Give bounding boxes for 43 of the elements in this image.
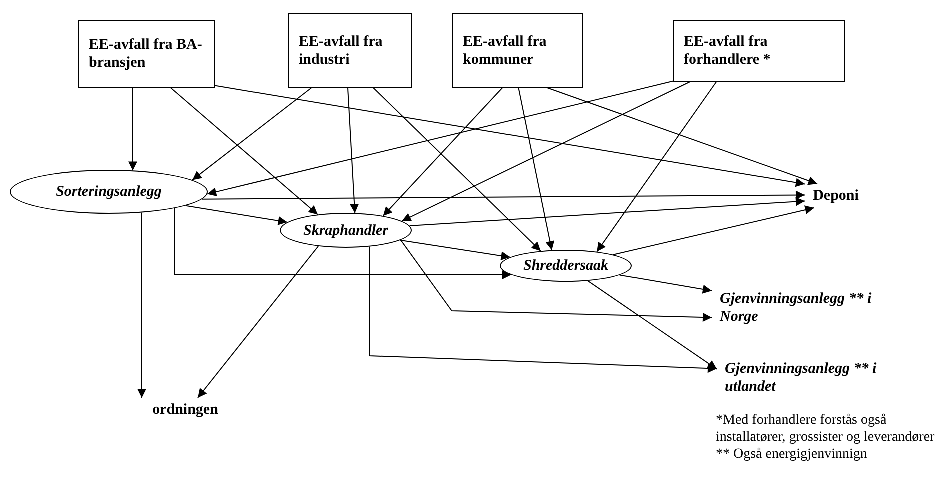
- source-box: [673, 20, 845, 82]
- arrow: [588, 280, 718, 370]
- destination-label: Deponi: [805, 184, 867, 208]
- arrow: [400, 240, 511, 260]
- arrow: [382, 88, 504, 217]
- box-label: Sorteringsanlegg: [56, 183, 162, 201]
- source-box: [78, 20, 215, 88]
- arrow: [128, 88, 138, 172]
- box-label: Shreddersaak: [523, 257, 608, 275]
- source-box: [452, 13, 583, 88]
- arrow: [547, 88, 818, 186]
- destination-label: Gjenvinningsanlegg ** i utlandet: [717, 358, 917, 398]
- arrow: [596, 82, 718, 252]
- box-label: EE-avfall fra forhandlere *: [684, 33, 772, 69]
- footnote: *Med forhandlere forstås også installatører, grossister og leverandører: [716, 412, 936, 446]
- arrow: [202, 190, 806, 200]
- source-box: [288, 13, 412, 88]
- arrow: [370, 246, 718, 374]
- arrow: [192, 88, 312, 181]
- arrow: [518, 88, 555, 251]
- destination-label: ordningen: [98, 398, 273, 422]
- arrow: [402, 82, 691, 222]
- arrow: [138, 212, 146, 398]
- box-label: EE-avfall fra BA-bransjen: [89, 36, 204, 72]
- arrow: [198, 246, 319, 398]
- box-label: Skraphandler: [303, 222, 389, 240]
- arrow: [400, 240, 712, 322]
- facility-ellipse: [280, 213, 412, 248]
- arrow: [348, 88, 360, 214]
- arrow: [373, 88, 542, 252]
- box-label: EE-avfall fra industri: [299, 32, 384, 68]
- arrow: [619, 274, 712, 294]
- arrow: [613, 206, 815, 256]
- arrow: [185, 205, 288, 226]
- arrow: [170, 88, 318, 216]
- box-label: EE-avfall fra kommuner: [463, 32, 548, 68]
- footnote: ** Også energigjenvinnign: [716, 446, 868, 463]
- arrow: [207, 80, 674, 196]
- arrow: [214, 85, 806, 188]
- arrow: [174, 208, 512, 280]
- facility-ellipse: [500, 250, 632, 282]
- destination-label: Gjenvinningsanlegg ** i Norge: [712, 288, 912, 328]
- arrow: [409, 197, 806, 226]
